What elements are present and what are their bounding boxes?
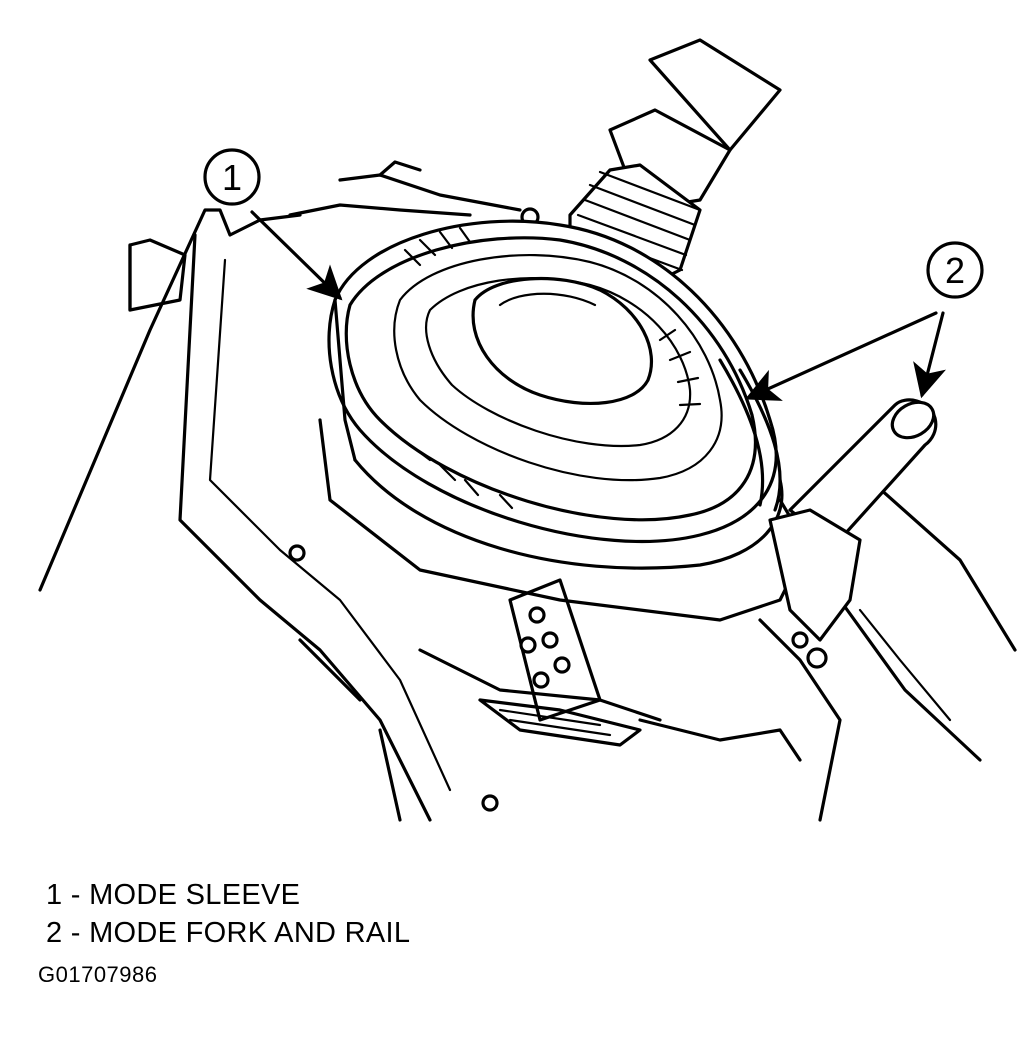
internal-components bbox=[478, 578, 642, 747]
callout-2-number: 2 bbox=[945, 250, 965, 291]
legend: 1 - MODE SLEEVE 2 - MODE FORK AND RAIL bbox=[46, 876, 410, 952]
figure-id: G01707986 bbox=[38, 962, 158, 987]
legend-item-mode-sleeve: 1 - MODE SLEEVE bbox=[46, 879, 301, 911]
case-housing bbox=[38, 160, 1017, 822]
callout-1-number: 1 bbox=[222, 157, 242, 198]
callout-1: 1 bbox=[203, 148, 343, 301]
callout-2-arrow-rail bbox=[913, 311, 947, 399]
callout-2-arrow-sleeve bbox=[744, 311, 938, 401]
mode-sleeve-assembly bbox=[318, 219, 802, 622]
mode-fork-and-rail bbox=[718, 358, 938, 669]
transfer-case-drawing: 1 2 bbox=[38, 38, 1017, 822]
callout-1-circle bbox=[203, 148, 261, 206]
callout-2: 2 bbox=[744, 241, 984, 401]
legend-item-mode-fork-and-rail: 2 - MODE FORK AND RAIL bbox=[46, 917, 411, 949]
technical-illustration: 1 2 bbox=[38, 38, 1017, 822]
callout-1-arrow bbox=[250, 210, 343, 301]
callout-2-circle bbox=[926, 241, 984, 299]
